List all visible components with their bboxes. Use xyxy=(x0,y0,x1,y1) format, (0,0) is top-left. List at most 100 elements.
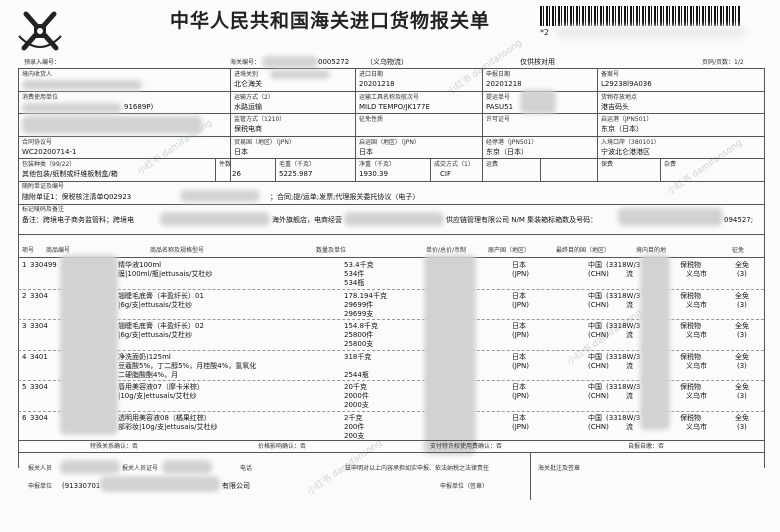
vessel-value: MILD TEMPO/JK177E xyxy=(359,103,430,111)
col-code: 商品编号 xyxy=(46,247,71,254)
goods-city-sub: 义乌市 xyxy=(686,422,707,431)
goods-code: 3304 xyxy=(30,291,48,300)
goods-code: 3304 xyxy=(30,383,48,391)
storage-value: 港吉码头 xyxy=(601,103,629,111)
customs-note: （义乌物流） xyxy=(366,58,408,66)
goods-levy: 全免 xyxy=(735,322,749,330)
redaction xyxy=(160,212,270,226)
goods-name: 唇用美容液07（摩卡米棕） xyxy=(118,383,204,391)
docs-line: 随附单证1：保税核注清单Q02923 xyxy=(22,193,132,201)
goods-district-sub: 流 xyxy=(626,331,633,339)
self-pay: 自报自缴：否 xyxy=(628,443,665,450)
goods-dest-code: (CHN) xyxy=(588,361,609,370)
goods-dest-code: (CHN) xyxy=(588,392,609,400)
goods-name-spec: 膜|100ml/瓶|ettusais/艾杜纱 xyxy=(118,270,213,278)
col-origin: 原产国（地区） xyxy=(488,247,531,254)
goods-qty: 154.8千克 xyxy=(344,322,379,330)
declarant-cert-label: 报关人员证号 xyxy=(122,465,159,472)
gross-weight-label: 毛重（千克） xyxy=(279,161,316,168)
phone-label: 电话 xyxy=(240,465,253,472)
redaction xyxy=(22,80,142,90)
goods-origin-code: (JPN) xyxy=(512,361,529,370)
goods-district-sub: 流 xyxy=(626,392,633,400)
page-title: 中华人民共和国海关进口货物报关单 xyxy=(170,10,491,32)
docs-label: 随附单证及编号 xyxy=(22,183,65,190)
goods-origin: 日本 xyxy=(512,383,526,391)
goods-name-spec: |6g/支|ettusais/艾杜纱 xyxy=(118,300,193,309)
goods-origin: 日本 xyxy=(512,261,526,269)
goods-district-sub: 流 xyxy=(626,270,633,278)
row-divider xyxy=(18,288,764,290)
goods-qty: 2000件 xyxy=(344,392,369,400)
consumer-label: 消费使用单位 xyxy=(22,94,59,101)
misc-fee-label: 杂费 xyxy=(664,161,677,168)
goods-origin-code: (JPN) xyxy=(512,331,529,339)
marks-label: 标记唛码及备注 xyxy=(22,206,65,213)
goods-qty: 2千克 xyxy=(344,413,363,422)
record-no-label: 备案号 xyxy=(601,71,620,78)
goods-levy-code: (3) xyxy=(737,422,747,431)
goods-city-sub: 义乌市 xyxy=(686,300,707,309)
declare-date-value: 20201218 xyxy=(486,80,522,88)
container-no: 094527; xyxy=(724,216,754,224)
row-divider xyxy=(18,319,764,320)
declare-unit-label: 申报单位 xyxy=(28,483,53,490)
goods-district: (3318W/3 xyxy=(606,291,641,300)
row-divider xyxy=(18,410,764,412)
insurance-label: 保费 xyxy=(601,161,614,168)
customs-no-label: 海关编号： xyxy=(230,59,261,66)
redaction xyxy=(100,476,220,492)
col-district: 境内目的地 xyxy=(636,247,667,254)
goods-levy: 全免 xyxy=(735,291,749,300)
goods-dest: 中国 xyxy=(588,352,602,361)
redaction xyxy=(22,103,122,113)
goods-name-spec: |6g/支|ettusais/艾杜纱 xyxy=(118,331,193,339)
goods-dest: 中国 xyxy=(588,261,602,269)
declarant-label: 报关人员 xyxy=(28,465,53,472)
goods-qty: 29699支 xyxy=(344,309,374,318)
goods-district: (3318W/3 xyxy=(606,413,641,422)
special-relation: 特殊关系确认：否 xyxy=(90,443,139,450)
vessel-label: 运输工具名称及航次号 xyxy=(359,94,420,101)
redaction xyxy=(162,460,212,474)
goods-city: 保税物 xyxy=(680,261,701,269)
goods-district: (3318W/3 xyxy=(606,322,641,330)
package-label: 包装种类（99/22） xyxy=(22,161,76,168)
goods-name: 翘睫毛底膏（丰盈纤长）01 xyxy=(118,291,204,300)
goods-dest-code: (CHN) xyxy=(588,270,609,278)
deal-mode-label: 成交方式（1） xyxy=(434,161,474,168)
departure-port-label: 启运港（JPN501） xyxy=(601,116,653,123)
declare-date-label: 申报日期 xyxy=(486,71,511,78)
goods-qty: 200件 xyxy=(344,422,365,431)
page-info: 页码/页数：1/2 xyxy=(702,59,744,66)
goods-seq: 2 xyxy=(22,291,27,300)
goods-levy: 全免 xyxy=(735,413,749,422)
entry-port-label: 进境关别 xyxy=(234,71,259,78)
goods-district: (3318W/3 xyxy=(606,352,641,361)
prefill-no-label: 预录入编号： xyxy=(24,59,61,66)
goods-qty: 29699件 xyxy=(344,300,374,309)
goods-levy: 全免 xyxy=(735,383,749,391)
goods-district-sub: 流 xyxy=(626,422,633,431)
goods-dest: 中国 xyxy=(588,291,602,300)
import-date-label: 进口日期 xyxy=(359,71,384,78)
net-weight-label: 净重（千克） xyxy=(359,161,396,168)
goods-origin-code: (JPN) xyxy=(512,392,529,400)
import-date-value: 20201218 xyxy=(359,80,395,88)
redaction xyxy=(640,255,670,430)
goods-qty: 53.4千克 xyxy=(344,261,374,269)
storage-label: 货物存放地点 xyxy=(601,94,638,101)
declare-statement: 兹申明对以上内容承担如实申报、依法纳税之法律责任 xyxy=(345,465,490,472)
col-price: 单价/总价/币制 xyxy=(426,247,467,254)
origin-country-label: 启运国（地区）（JPN） xyxy=(359,139,420,146)
declare-unit-value: (91330701 xyxy=(62,482,101,490)
goods-levy-code: (3) xyxy=(737,392,747,400)
watermark: 小红书 damifansong xyxy=(665,138,745,198)
col-levy: 征免 xyxy=(732,247,745,254)
bl-label: 提运单号 xyxy=(486,94,511,101)
levy-nature-label: 征免性质 xyxy=(359,116,384,123)
departure-port-value: 东京（日本） xyxy=(601,125,643,133)
trade-country-value: 日本 xyxy=(234,148,248,156)
goods-name-spec: |10g/支|ettusais/艾杜纱 xyxy=(118,392,197,400)
docs-line-rest: ；合同;提/运单;发票;代理报关委托协议（电子） xyxy=(270,193,420,201)
